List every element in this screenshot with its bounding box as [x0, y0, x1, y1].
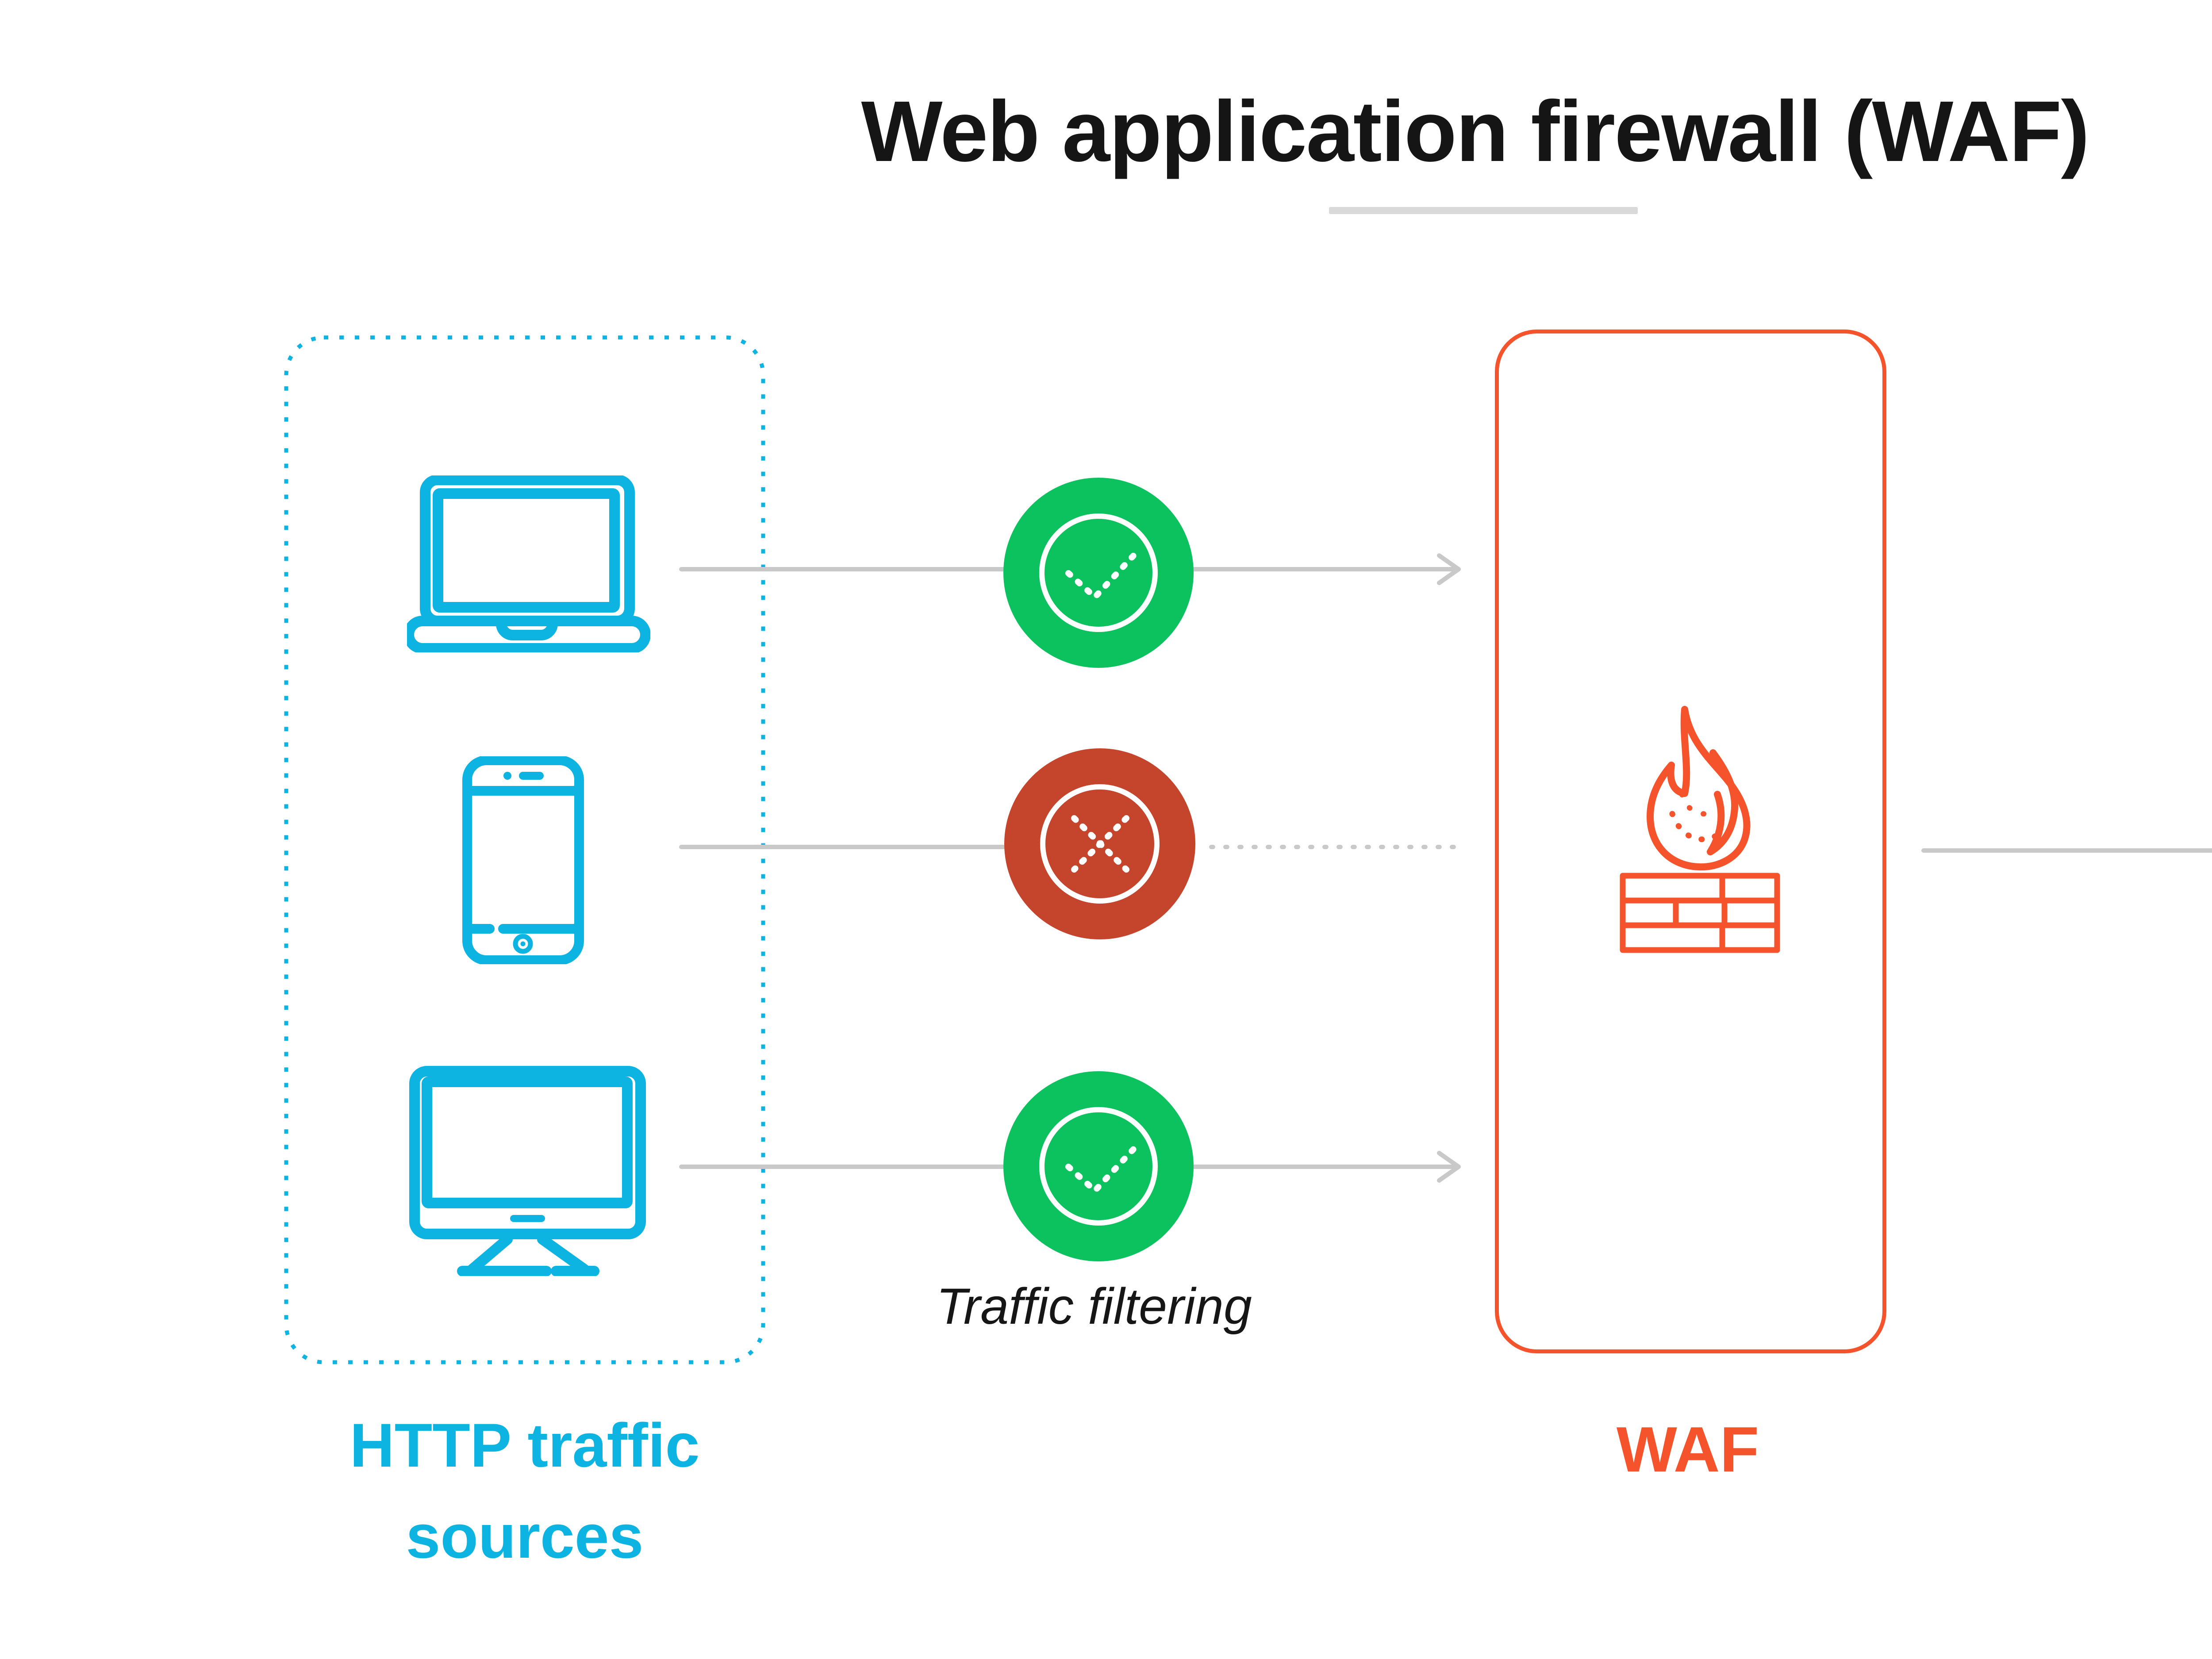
- waf-label: WAF: [1616, 1414, 1759, 1485]
- allowed-circle-bottom: [1003, 1071, 1194, 1261]
- waf-box: [1495, 330, 1886, 1353]
- blocked-circle: [1004, 748, 1195, 939]
- page-title: Web application firewall (WAF): [861, 83, 2090, 180]
- check-icon: [1065, 551, 1138, 602]
- x-icon: [1071, 815, 1129, 873]
- allowed-circle-top: [1003, 478, 1194, 668]
- http-traffic-sources-label: HTTP traffic sources: [349, 1410, 700, 1571]
- check-icon: [1065, 1144, 1138, 1195]
- desktop-monitor-icon: [409, 1066, 646, 1276]
- arrowhead-icon: [1437, 553, 1461, 585]
- smartphone-icon: [462, 756, 584, 964]
- arrowhead-icon: [1437, 1151, 1461, 1183]
- laptop-icon: [407, 475, 650, 652]
- traffic-filtering-label: Traffic filtering: [936, 1278, 1252, 1335]
- title-underline: [1329, 207, 1638, 214]
- firewall-flame-brick-icon: [1620, 706, 1780, 953]
